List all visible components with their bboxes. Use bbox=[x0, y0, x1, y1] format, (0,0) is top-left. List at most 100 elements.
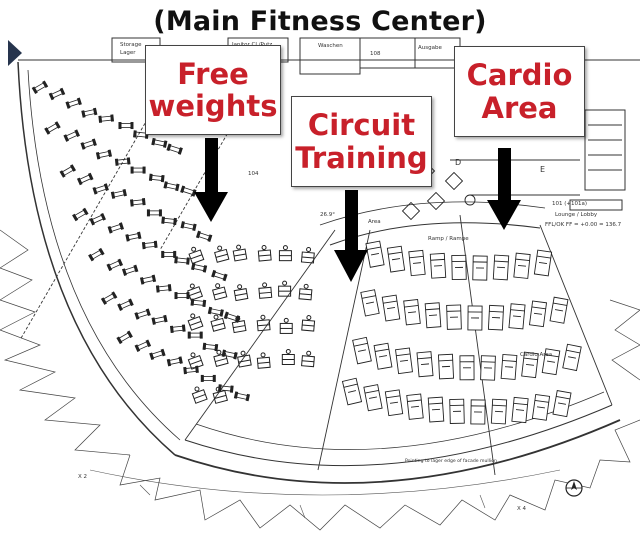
treadmill-mark bbox=[381, 294, 401, 322]
equipment-mark bbox=[72, 207, 89, 222]
equipment-mark bbox=[110, 188, 127, 199]
equipment-mark bbox=[202, 342, 219, 352]
callout-cardio-area: Cardio Area bbox=[454, 46, 585, 137]
equipment-mark bbox=[92, 183, 109, 195]
arrow-cardio bbox=[487, 148, 521, 230]
label-room-104: 104 bbox=[248, 171, 259, 177]
equipment-mark bbox=[151, 137, 168, 148]
equipment-mark bbox=[48, 87, 66, 101]
treadmill-mark bbox=[437, 353, 455, 380]
equipment-mark bbox=[139, 274, 157, 285]
treadmill-mark bbox=[562, 343, 582, 372]
treadmill-mark bbox=[386, 245, 406, 273]
callout-cardio-line1: Cardio bbox=[466, 58, 573, 93]
circuit-equipment bbox=[187, 244, 316, 404]
label-room-101: 101 (+101a) bbox=[552, 201, 587, 207]
equipment-mark bbox=[161, 250, 177, 258]
equipment-mark bbox=[31, 80, 49, 95]
equipment-mark bbox=[233, 391, 250, 402]
machine-mark bbox=[237, 350, 252, 368]
equipment-mark bbox=[98, 114, 115, 123]
treadmill-mark bbox=[424, 302, 442, 329]
callout-circuit-training: Circuit Training bbox=[291, 96, 432, 187]
machine-mark bbox=[258, 282, 273, 299]
treadmill-mark bbox=[459, 355, 475, 381]
machine-mark bbox=[279, 317, 293, 334]
machine-mark bbox=[187, 313, 204, 331]
machine-mark bbox=[212, 386, 228, 404]
equipment-mark bbox=[59, 164, 77, 178]
machine-mark bbox=[257, 245, 272, 262]
label-storage: Storage bbox=[120, 42, 142, 48]
free-weight-equipment bbox=[31, 80, 250, 402]
treadmill-mark bbox=[341, 377, 363, 406]
equipment-mark bbox=[89, 212, 106, 226]
machine-mark bbox=[213, 349, 229, 367]
machine-mark bbox=[278, 245, 292, 262]
callout-free-weights-line1: Free bbox=[177, 56, 249, 91]
treadmill-mark bbox=[470, 399, 486, 425]
equipment-mark bbox=[44, 121, 61, 135]
equipment-mark bbox=[63, 129, 80, 142]
equipment-mark bbox=[146, 209, 162, 217]
equipment-mark bbox=[218, 384, 234, 393]
label-level: FFL/OK FF = +0.00 = 136.7 bbox=[545, 222, 622, 228]
equipment-mark bbox=[200, 374, 216, 382]
equipment-mark bbox=[130, 166, 146, 174]
treadmill-mark bbox=[384, 389, 404, 417]
label-ausgabe: Ausgabe bbox=[418, 45, 442, 51]
equipment-mark bbox=[223, 311, 241, 323]
machine-mark bbox=[191, 386, 208, 404]
equipment-mark bbox=[114, 157, 131, 166]
machine-mark bbox=[281, 348, 295, 365]
treadmill-mark bbox=[360, 289, 380, 317]
equipment-mark bbox=[161, 216, 177, 226]
equipment-mark bbox=[88, 247, 105, 262]
treadmill-mark bbox=[508, 303, 526, 330]
machine-mark bbox=[231, 316, 247, 334]
label-d: D bbox=[455, 158, 461, 167]
equipment-mark bbox=[148, 173, 165, 183]
treadmill-mark bbox=[408, 249, 426, 277]
cardio-equipment bbox=[341, 240, 582, 425]
machine-mark bbox=[298, 283, 313, 301]
play-triangle-icon[interactable] bbox=[6, 38, 24, 68]
equipment-mark bbox=[180, 221, 197, 232]
label-ramp: Ramp / Rampe bbox=[428, 236, 469, 242]
equipment-mark bbox=[174, 256, 190, 265]
label-e: E bbox=[540, 165, 545, 174]
machine-mark bbox=[256, 352, 271, 369]
machine-mark bbox=[214, 245, 230, 263]
page-title: (Main Fitness Center) bbox=[153, 6, 487, 37]
label-x4: X 4 bbox=[517, 506, 527, 512]
machine-mark bbox=[301, 350, 315, 368]
treadmill-mark bbox=[373, 342, 393, 370]
equipment-mark bbox=[80, 138, 97, 150]
treadmill-mark bbox=[531, 393, 551, 421]
equipment-mark bbox=[76, 172, 94, 186]
callout-circuit-line1: Circuit bbox=[307, 108, 416, 143]
equipment-mark bbox=[149, 348, 166, 361]
callout-cardio-line2: Area bbox=[481, 90, 558, 125]
treadmill-mark bbox=[487, 304, 505, 331]
machine-mark bbox=[188, 246, 205, 265]
arrows bbox=[194, 138, 521, 282]
treadmill-mark bbox=[549, 296, 569, 324]
equipment-mark bbox=[95, 149, 113, 160]
equipment-mark bbox=[125, 231, 142, 242]
treadmill-mark bbox=[427, 396, 445, 423]
treadmill-mark bbox=[395, 347, 413, 375]
equipment-mark bbox=[121, 264, 139, 276]
treadmill-mark bbox=[363, 384, 383, 412]
equipment-mark bbox=[141, 240, 158, 250]
equipment-mark bbox=[187, 331, 203, 339]
equipment-mark bbox=[116, 330, 133, 345]
equipment-mark bbox=[207, 306, 224, 317]
arrow-circuit bbox=[334, 190, 368, 282]
label-lager: Lager bbox=[120, 50, 136, 56]
treadmill-mark bbox=[511, 396, 529, 424]
treadmill-mark bbox=[416, 351, 434, 378]
machine-mark bbox=[256, 314, 271, 332]
equipment-mark bbox=[166, 143, 183, 155]
equipment-mark bbox=[65, 97, 82, 109]
